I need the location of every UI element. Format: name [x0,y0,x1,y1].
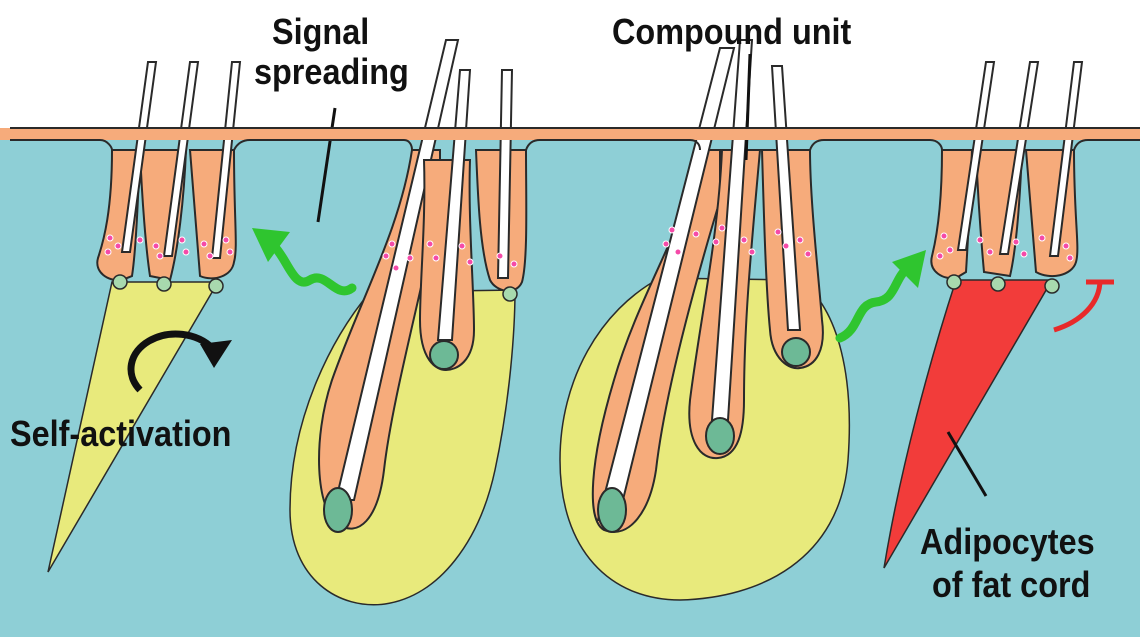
adipocytes-label-line1: Adipocytes [920,522,1095,561]
compound-unit-label: Compound unit [612,12,851,51]
adipocytes-label-line2: of fat cord [932,565,1090,604]
follicle-group-left [97,62,240,293]
signal-spreading-label-line2: spreading [254,52,409,91]
epidermis [0,128,1140,140]
self-activation-label: Self-activation [10,414,231,453]
signal-spreading-label-line1: Signal [272,12,369,51]
follicle-group-right [931,62,1082,293]
